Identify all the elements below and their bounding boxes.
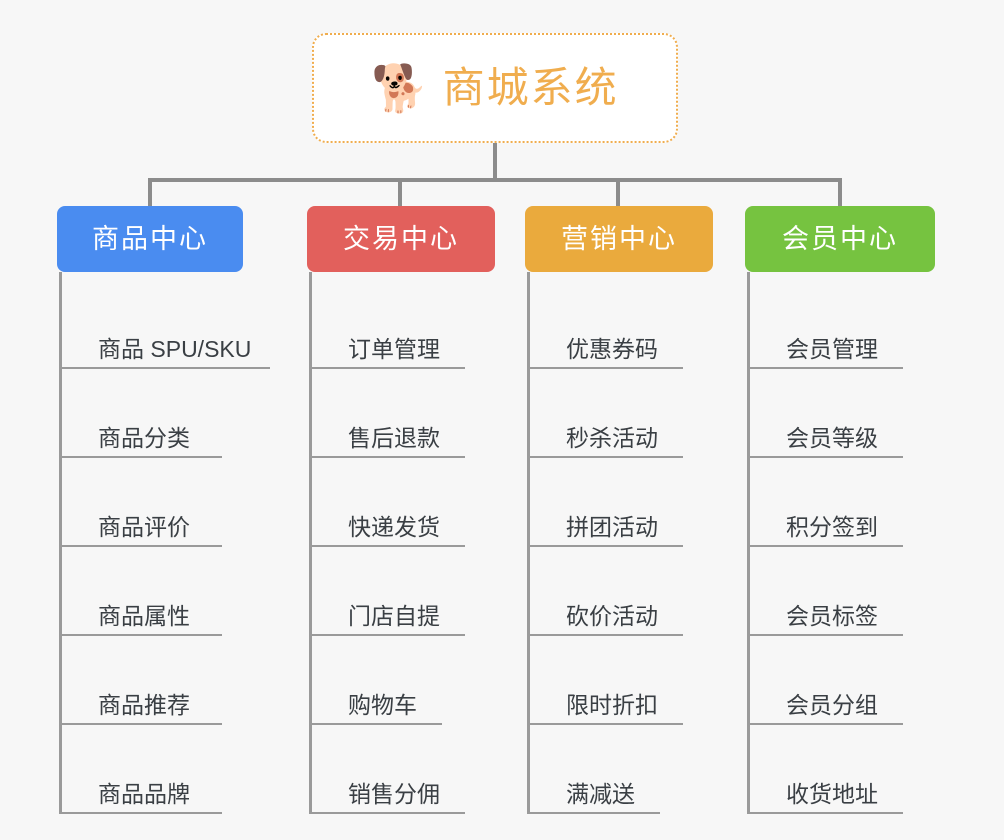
branch-header-member[interactable]: 会员中心 [745, 206, 935, 272]
branch-header-marketing[interactable]: 营销中心 [525, 206, 713, 272]
leaf-label: 优惠券码 [566, 335, 658, 362]
list-item[interactable]: 会员标签 [750, 547, 965, 636]
connector-drop-1 [398, 178, 402, 208]
connector-drop-3 [838, 178, 842, 208]
leaf-label: 会员等级 [786, 424, 878, 451]
list-item[interactable]: 商品分类 [62, 369, 277, 458]
branch-column-product: 商品中心 商品 SPU/SKU 商品分类 商品评价 商品属性 商品推荐 [57, 206, 277, 814]
leaf-list-product: 商品 SPU/SKU 商品分类 商品评价 商品属性 商品推荐 商品品牌 [59, 272, 277, 814]
leaf-label: 积分签到 [786, 513, 878, 540]
list-item[interactable]: 砍价活动 [530, 547, 745, 636]
leaf-list-member: 会员管理 会员等级 积分签到 会员标签 会员分组 收货地址 [747, 272, 965, 814]
list-item[interactable]: 购物车 [312, 636, 527, 725]
leaf-rule [62, 367, 270, 369]
list-item[interactable]: 商品品牌 [62, 725, 277, 814]
connector-drop-2 [616, 178, 620, 208]
list-item[interactable]: 售后退款 [312, 369, 527, 458]
leaf-label: 商品属性 [98, 602, 190, 629]
connector-drop-0 [148, 178, 152, 208]
root-node[interactable]: 🐕 商城系统 [312, 33, 678, 143]
list-item[interactable]: 会员管理 [750, 280, 965, 369]
connector-bus [148, 178, 842, 182]
list-item[interactable]: 门店自提 [312, 547, 527, 636]
leaf-rule [750, 812, 903, 814]
leaf-rule [750, 456, 903, 458]
list-item[interactable]: 收货地址 [750, 725, 965, 814]
root-title: 商城系统 [442, 64, 619, 111]
leaf-rule [750, 634, 903, 636]
leaf-rule [62, 723, 222, 725]
list-item[interactable]: 会员等级 [750, 369, 965, 458]
list-item[interactable]: 商品推荐 [62, 636, 277, 725]
leaf-rule [312, 723, 442, 725]
list-item[interactable]: 限时折扣 [530, 636, 745, 725]
leaf-label: 商品品牌 [98, 780, 190, 807]
leaf-rule [312, 812, 465, 814]
list-item[interactable]: 商品属性 [62, 547, 277, 636]
list-item[interactable]: 满减送 [530, 725, 745, 814]
branch-column-trade: 交易中心 订单管理 售后退款 快递发货 门店自提 购物车 [307, 206, 527, 814]
leaf-rule [312, 634, 465, 636]
leaf-rule [312, 367, 465, 369]
leaf-list-trade: 订单管理 售后退款 快递发货 门店自提 购物车 销售分佣 [309, 272, 527, 814]
leaf-label: 会员分组 [786, 691, 878, 718]
list-item[interactable]: 积分签到 [750, 458, 965, 547]
leaf-label: 商品评价 [98, 513, 190, 540]
leaf-label: 售后退款 [348, 424, 440, 451]
leaf-label: 会员管理 [786, 335, 878, 362]
leaf-rule [530, 812, 660, 814]
leaf-label: 商品推荐 [98, 691, 190, 718]
leaf-rule [62, 812, 222, 814]
leaf-rule [530, 634, 683, 636]
list-item[interactable]: 优惠券码 [530, 280, 745, 369]
leaf-label: 满减送 [566, 780, 635, 807]
leaf-label: 商品 SPU/SKU [98, 335, 252, 362]
leaf-rule [750, 723, 903, 725]
branch-column-member: 会员中心 会员管理 会员等级 积分签到 会员标签 会员分组 [745, 206, 965, 814]
leaf-label: 购物车 [348, 691, 417, 718]
leaf-label: 商品分类 [98, 424, 190, 451]
leaf-rule [750, 367, 903, 369]
leaf-label: 砍价活动 [566, 602, 658, 629]
list-item[interactable]: 拼团活动 [530, 458, 745, 547]
list-item[interactable]: 秒杀活动 [530, 369, 745, 458]
leaf-label: 拼团活动 [566, 513, 658, 540]
branch-header-label: 营销中心 [561, 223, 677, 254]
leaf-label: 会员标签 [786, 602, 878, 629]
branch-header-label: 交易中心 [343, 223, 459, 254]
leaf-rule [530, 456, 683, 458]
leaf-list-marketing: 优惠券码 秒杀活动 拼团活动 砍价活动 限时折扣 满减送 [527, 272, 745, 814]
leaf-label: 限时折扣 [566, 691, 658, 718]
list-item[interactable]: 会员分组 [750, 636, 965, 725]
leaf-rule [312, 456, 465, 458]
list-item[interactable]: 订单管理 [312, 280, 527, 369]
branch-header-label: 会员中心 [782, 223, 898, 254]
branch-column-marketing: 营销中心 优惠券码 秒杀活动 拼团活动 砍价活动 限时折扣 [525, 206, 745, 814]
leaf-rule [312, 545, 465, 547]
leaf-rule [62, 545, 222, 547]
leaf-rule [62, 634, 222, 636]
leaf-label: 快递发货 [348, 513, 440, 540]
leaf-label: 销售分佣 [348, 780, 440, 807]
list-item[interactable]: 销售分佣 [312, 725, 527, 814]
leaf-label: 门店自提 [348, 602, 440, 629]
list-item[interactable]: 商品 SPU/SKU [62, 280, 277, 369]
connector-stem [493, 143, 497, 181]
shiba-dog-face-icon: 🐕 [371, 62, 429, 114]
leaf-rule [530, 723, 683, 725]
leaf-label: 秒杀活动 [566, 424, 658, 451]
leaf-rule [62, 456, 222, 458]
branch-header-product[interactable]: 商品中心 [57, 206, 243, 272]
leaf-label: 收货地址 [786, 780, 878, 807]
leaf-label: 订单管理 [348, 335, 440, 362]
list-item[interactable]: 快递发货 [312, 458, 527, 547]
list-item[interactable]: 商品评价 [62, 458, 277, 547]
leaf-rule [530, 367, 683, 369]
branch-header-trade[interactable]: 交易中心 [307, 206, 495, 272]
branch-header-label: 商品中心 [92, 223, 208, 254]
leaf-rule [530, 545, 683, 547]
leaf-rule [750, 545, 903, 547]
